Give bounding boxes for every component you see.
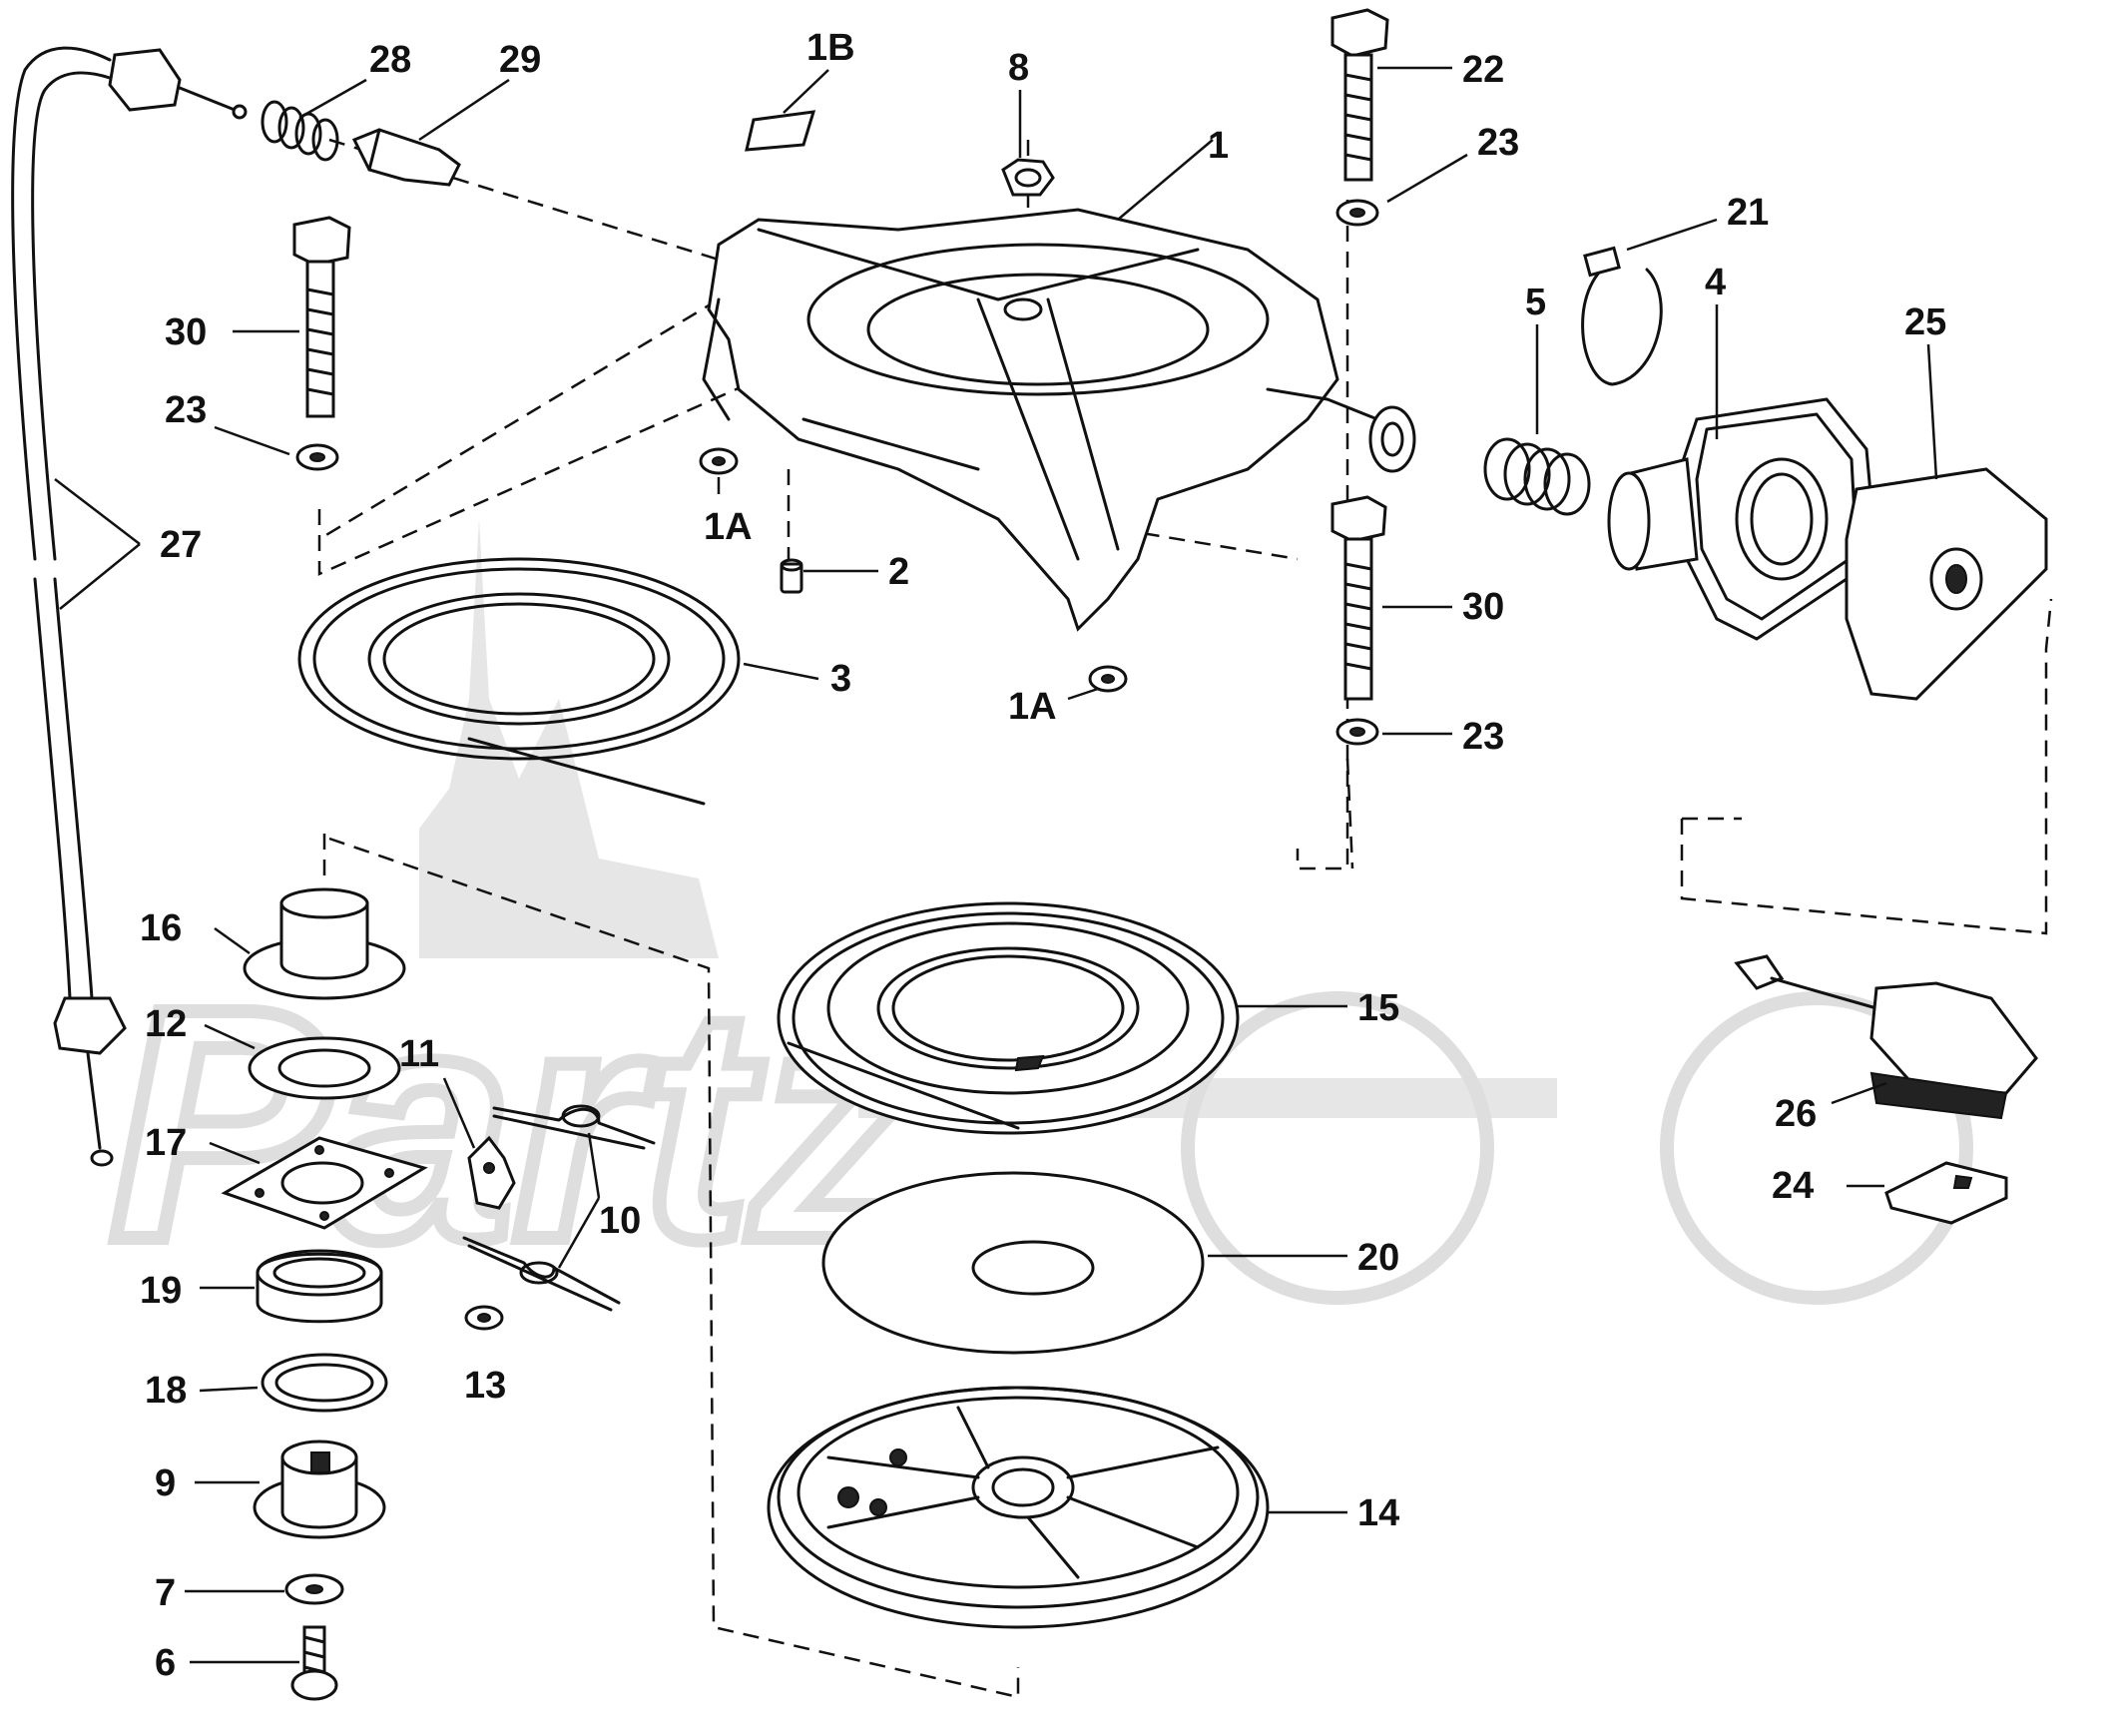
- callout-2: 2: [888, 551, 909, 593]
- part-5-spring: [1483, 437, 1591, 516]
- part-9-hub: [253, 1440, 386, 1539]
- callout-30-right: 30: [1462, 586, 1504, 628]
- callout-6: 6: [155, 1642, 176, 1684]
- part-7-washer: [284, 1573, 344, 1605]
- part-19-seal: [256, 1249, 383, 1324]
- callout-3: 3: [830, 658, 851, 700]
- part-10-springs: [462, 1104, 656, 1312]
- callout-27: 27: [160, 524, 202, 566]
- part-21-clamp: [1581, 246, 1663, 386]
- part-2-screw: [780, 558, 803, 594]
- part-1-starter-housing: [702, 208, 1416, 632]
- part-14-pulley: [767, 1386, 1270, 1629]
- callout-1B: 1B: [806, 27, 855, 69]
- callout-28: 28: [369, 39, 411, 81]
- part-12-washer: [248, 1036, 401, 1100]
- callout-22: 22: [1462, 49, 1504, 91]
- callout-13: 13: [464, 1365, 506, 1407]
- callout-23-bottom: 23: [1462, 716, 1504, 758]
- callout-23-top: 23: [1477, 122, 1519, 164]
- part-4-bracket: [1607, 397, 1878, 641]
- part-30-bolts: [292, 216, 1387, 701]
- part-13-lock-washer: [464, 1305, 504, 1331]
- callout-19: 19: [140, 1270, 182, 1312]
- callout-23-left: 23: [165, 389, 207, 431]
- part-15-rewind-spring: [777, 901, 1240, 1135]
- part-25-plate: [1845, 467, 2048, 701]
- callout-9: 9: [155, 1462, 176, 1504]
- part-28-spring: [261, 100, 339, 162]
- callout-4: 4: [1705, 262, 1726, 303]
- part-27-cable: [11, 46, 248, 1167]
- callout-12: 12: [145, 1003, 187, 1045]
- callout-17: 17: [145, 1122, 187, 1164]
- callouts: 1 1A 1A 1B 2 3 4 5 6 7 8 9 10 11 12 13 1…: [140, 27, 1946, 1684]
- part-6-screw: [290, 1625, 338, 1701]
- part-16-bushing: [243, 887, 406, 1000]
- part-3-rope: [297, 557, 741, 806]
- callout-14: 14: [1357, 1492, 1399, 1534]
- callout-15: 15: [1357, 987, 1399, 1029]
- part-24-insert: [1884, 1161, 2008, 1225]
- callout-11: 11: [399, 1033, 439, 1075]
- callout-29: 29: [499, 39, 541, 81]
- callout-1: 1: [1208, 125, 1229, 167]
- callout-24: 24: [1772, 1165, 1814, 1207]
- callout-5: 5: [1525, 282, 1546, 323]
- part-8-nut: [1001, 158, 1055, 197]
- callout-20: 20: [1357, 1237, 1399, 1279]
- part-22-bolt: [1330, 8, 1389, 182]
- callout-1A-upper: 1A: [704, 506, 753, 548]
- part-26-handle: [1734, 954, 2038, 1120]
- part-29-plunger: [351, 128, 461, 187]
- part-1A-washers: [699, 447, 1128, 693]
- part-20-plate: [821, 1171, 1205, 1355]
- callout-1A-lower: 1A: [1008, 686, 1057, 728]
- part-18-o-ring: [261, 1353, 388, 1413]
- callout-30-left: 30: [165, 311, 207, 353]
- callout-25: 25: [1904, 301, 1946, 343]
- part-11-pawl: [467, 1135, 516, 1210]
- part-1B-decal: [745, 110, 816, 152]
- callout-10: 10: [599, 1200, 641, 1242]
- part-23-lock-washers: [295, 199, 1379, 746]
- callout-8: 8: [1008, 47, 1029, 89]
- part-17-plate: [221, 1136, 428, 1230]
- leader-lines: [54, 66, 1938, 1664]
- callout-26: 26: [1775, 1093, 1817, 1135]
- callout-21: 21: [1727, 192, 1769, 234]
- callout-18: 18: [145, 1370, 187, 1412]
- callout-16: 16: [140, 907, 182, 949]
- callout-7: 7: [155, 1572, 176, 1614]
